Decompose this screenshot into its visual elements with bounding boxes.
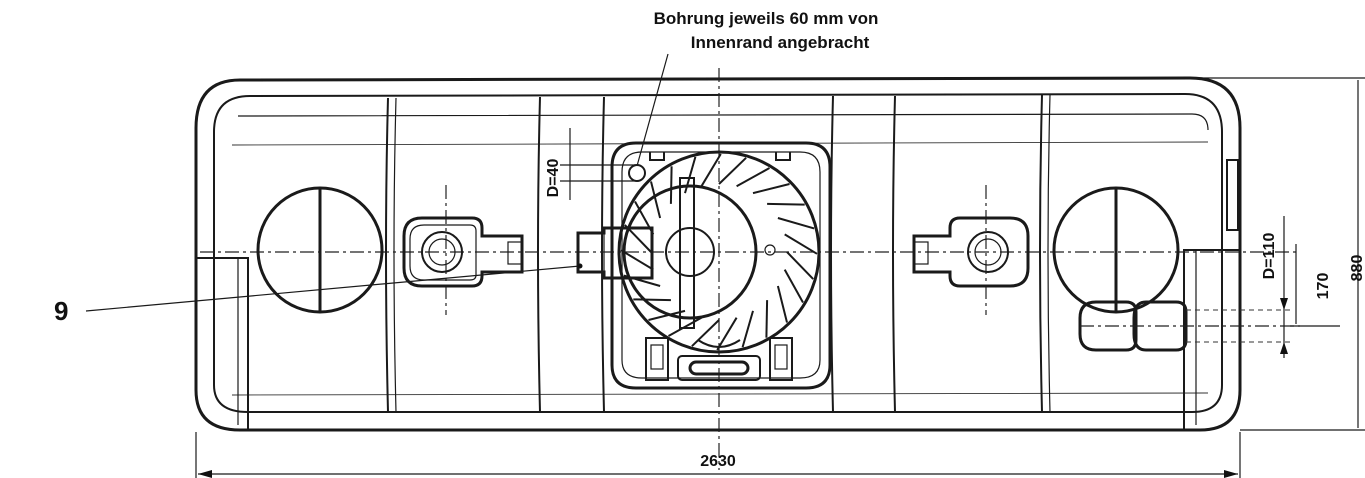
tank-bottom-edge: [231, 392, 1209, 396]
top-clip-right: [775, 152, 791, 161]
drill-note-line1: Bohrung jeweils 60 mm von: [654, 9, 879, 28]
tank-inner-outline: [213, 92, 1223, 413]
pump-hub: [665, 227, 715, 277]
fan-blade: [786, 251, 814, 280]
center-lines: [200, 68, 1300, 470]
outlet-coupling-2: [1132, 300, 1188, 352]
left-manhole: [256, 186, 384, 314]
fan-blade: [669, 166, 673, 204]
fan-blade: [700, 153, 722, 187]
pump-unit: [576, 141, 832, 390]
tank-rim-line: [237, 113, 1209, 131]
left-end-block: [196, 257, 249, 430]
dimensions: 2630 880 170 D=110 D=40: [195, 77, 1365, 478]
overall-length-label: 2630: [700, 453, 736, 470]
bottom-handle: [677, 355, 761, 381]
fan-blade: [752, 183, 790, 195]
overall-height-label: 880: [1349, 255, 1365, 282]
position-leader: [85, 265, 581, 312]
right-side-fitting: [1226, 159, 1239, 231]
fan-blade: [741, 310, 754, 348]
pump-shaft-bar: [679, 177, 695, 329]
fan-blade: [716, 317, 738, 351]
right-manhole: [1052, 186, 1180, 314]
left-lug-nose: [507, 241, 523, 265]
bottom-clip-left: [645, 337, 669, 381]
right-lug-nose: [913, 241, 929, 265]
top-clip-left: [649, 152, 665, 161]
fan-blade: [691, 319, 720, 347]
drill-diameter-label: D=40: [545, 159, 562, 198]
fan-blade: [633, 298, 671, 302]
inlet-pipe: [576, 226, 654, 280]
fan-blade: [767, 202, 805, 206]
outlet-pipe: [1078, 300, 1300, 352]
fan-blade: [776, 285, 788, 323]
position-label: 9: [54, 296, 68, 326]
fan-blade: [620, 249, 654, 271]
length-arrow-right: [1224, 470, 1238, 478]
bottom-clip-right: [769, 337, 793, 381]
fan-blade: [650, 181, 662, 219]
tank-outer-outline: [194, 76, 1242, 432]
fan-blade: [783, 269, 804, 303]
position-leader-dot: [577, 263, 583, 269]
outlet-height-label: 170: [1315, 273, 1332, 300]
length-arrow-left: [198, 470, 212, 478]
fan-outer-circle: [617, 150, 821, 354]
right-lug-bolt-outer: [967, 231, 1009, 273]
tank-body: [194, 76, 1242, 432]
right-lug-bolt-inner: [974, 238, 1002, 266]
fan-blade: [765, 300, 769, 338]
drill-note-line2: Innenrand angebracht: [691, 33, 870, 52]
right-lug: [912, 216, 1030, 288]
drill-hole: [628, 164, 646, 182]
left-lug-bolt-outer: [421, 231, 463, 273]
fan-blade: [777, 217, 815, 230]
pump-housing: [622, 184, 758, 320]
left-lug-bolt-inner: [428, 238, 456, 266]
fan-blade: [784, 233, 818, 255]
fan-blade: [668, 316, 702, 337]
outlet-diameter-label: D=110: [1261, 233, 1278, 280]
fan-blade: [648, 309, 686, 321]
left-lug: [402, 216, 524, 288]
bottom-clip-left-inner: [650, 344, 664, 370]
fan-blade: [718, 157, 747, 185]
drill-note-leader: [636, 53, 669, 167]
handle-arc: [697, 339, 741, 348]
outlet-diameter-arrow-bottom: [1280, 342, 1288, 354]
pump-frame-outer: [610, 141, 832, 390]
right-lug-outline: [912, 216, 1030, 288]
fan-blade: [736, 167, 770, 188]
fan-indicator-dot: [764, 244, 776, 256]
annotations: Bohrung jeweils 60 mm von Innenrand ange…: [54, 9, 878, 326]
left-lug-inner: [409, 224, 477, 281]
left-lug-outline: [402, 216, 524, 288]
outlet-diameter-arrow-top: [1280, 298, 1288, 310]
bottom-clip-right-inner: [774, 344, 788, 370]
right-end-block: [1183, 249, 1240, 430]
bottom-handle-slot: [688, 360, 750, 376]
